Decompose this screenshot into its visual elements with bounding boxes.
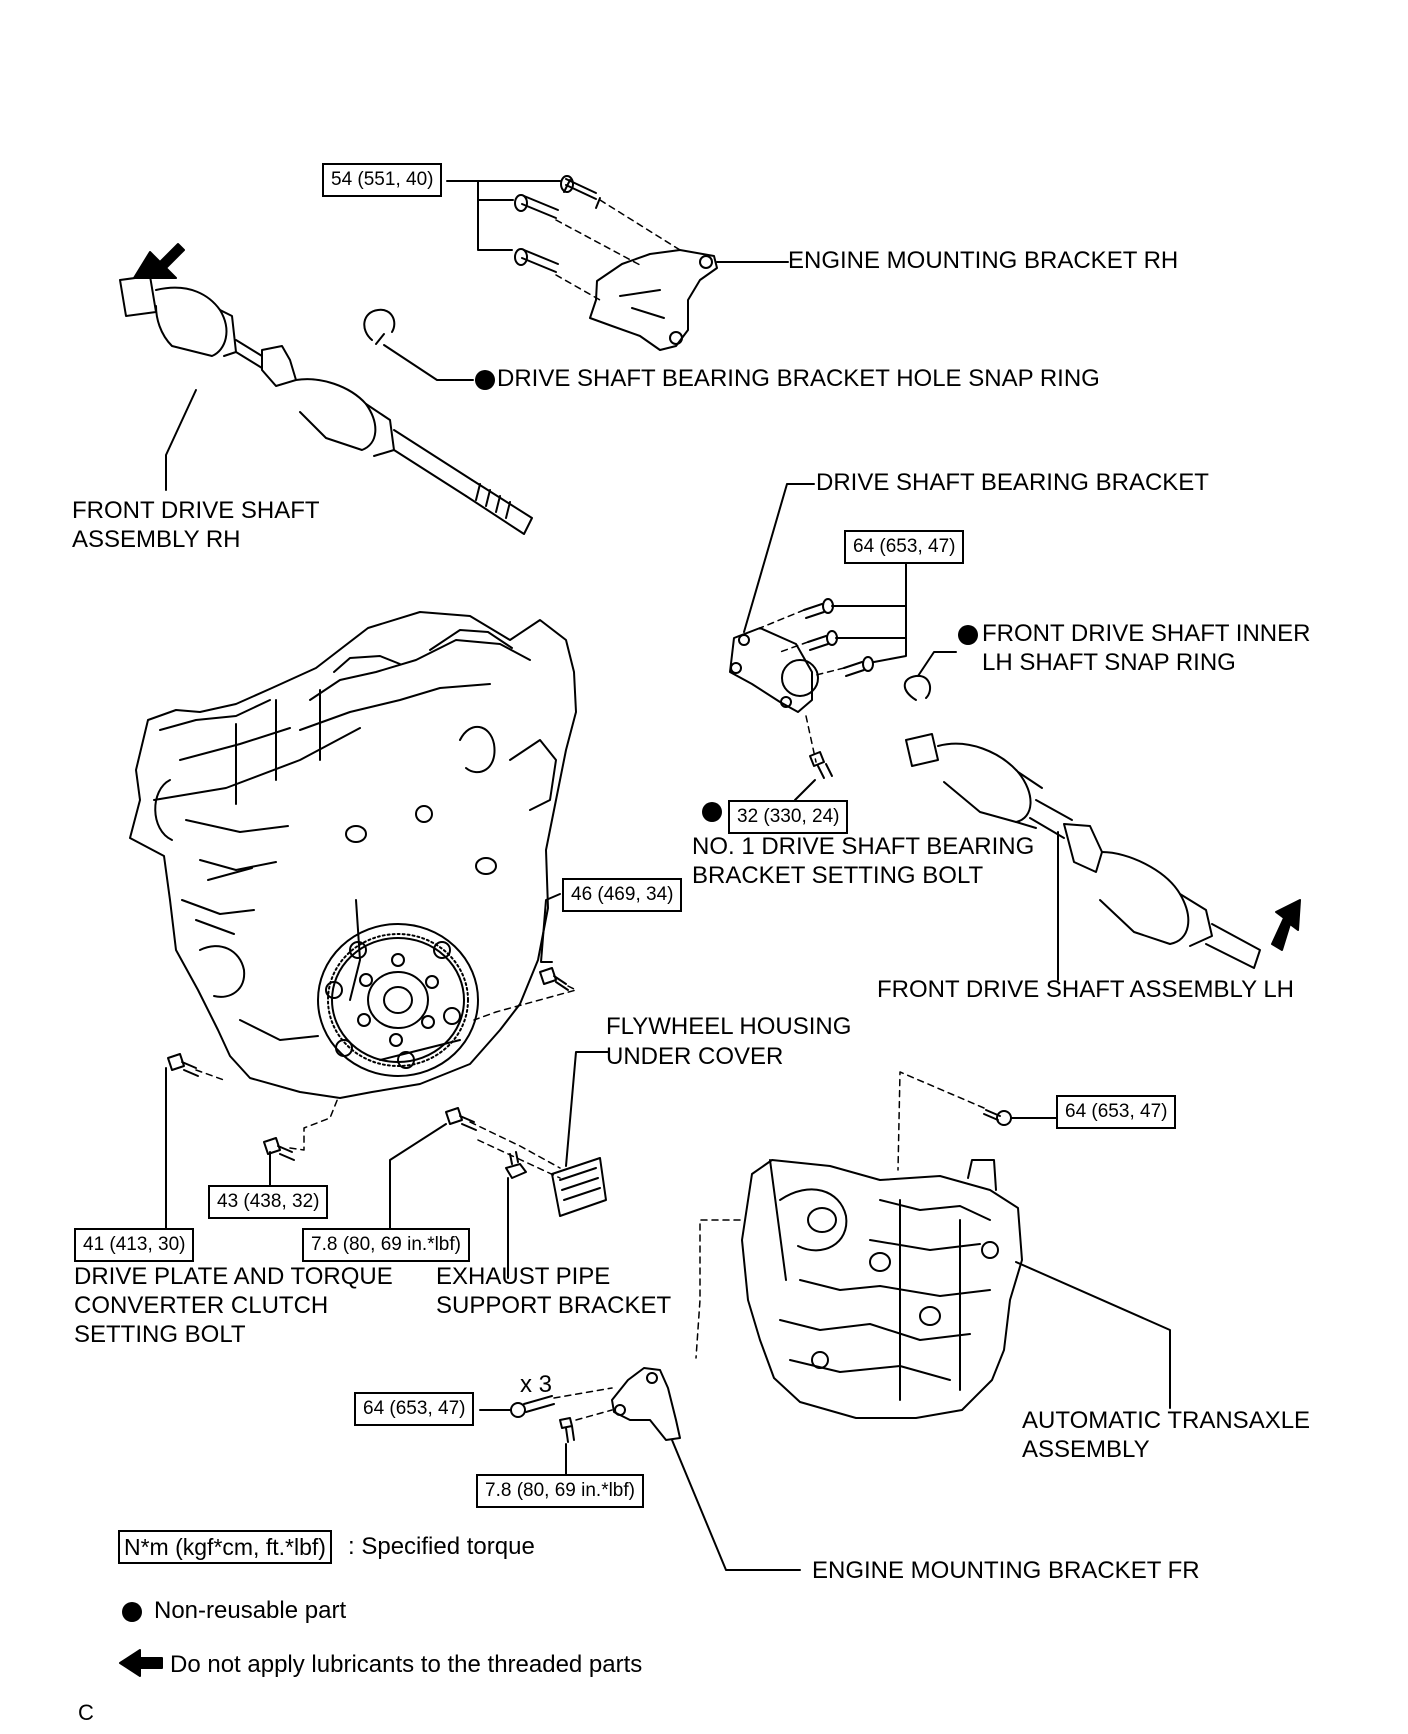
torque-setting-bolt: 32 (330, 24) bbox=[728, 800, 849, 834]
label-front-drive-shaft-rh-2: ASSEMBLY RH bbox=[72, 526, 241, 553]
fr-bracket-bolts bbox=[510, 1395, 575, 1443]
exhaust-pipe-support-bracket-drawing bbox=[505, 1151, 527, 1279]
torque-lower-b: 7.8 (80, 69 in.*lbf) bbox=[302, 1228, 470, 1262]
automatic-transaxle-drawing bbox=[741, 1159, 1171, 1419]
legend-torque-text: : Specified torque bbox=[348, 1533, 535, 1560]
flywheel-housing-under-cover-drawing bbox=[551, 1051, 609, 1217]
legend-no-lubricant: Do not apply lubricants to the threaded … bbox=[170, 1651, 643, 1678]
bracket-rh-bolts bbox=[514, 175, 601, 273]
engine-bolts bbox=[167, 967, 569, 1161]
label-drive-plate-1: DRIVE PLATE AND TORQUE bbox=[74, 1263, 393, 1290]
label-inner-snap-ring-1: FRONT DRIVE SHAFT INNER bbox=[982, 620, 1311, 647]
torque-drive-plate: 41 (413, 30) bbox=[74, 1228, 195, 1262]
label-engine-mounting-bracket-rh: ENGINE MOUNTING BRACKET RH bbox=[788, 247, 1179, 274]
legend-torque-box: N*m (kgf*cm, ft.*lbf) bbox=[118, 1530, 332, 1564]
label-drive-plate-2: CONVERTER CLUTCH bbox=[74, 1292, 329, 1319]
corner-mark: C bbox=[78, 1700, 94, 1725]
torque-lower-a: 43 (438, 32) bbox=[208, 1185, 329, 1219]
torque-engine-side: 46 (469, 34) bbox=[562, 878, 683, 912]
label-under-cover-2: UNDER COVER bbox=[606, 1043, 784, 1070]
drive-plate-drawing bbox=[317, 923, 479, 1077]
label-quantity: x 3 bbox=[520, 1371, 553, 1398]
lubricant-arrow-lh bbox=[1271, 899, 1301, 951]
legend-non-reusable: Non-reusable part bbox=[154, 1597, 347, 1624]
torque-fr-bolts: 64 (653, 47) bbox=[354, 1392, 475, 1426]
lubricant-arrow-rh bbox=[133, 243, 185, 279]
torque-bracket-rh: 54 (551, 40) bbox=[322, 163, 443, 197]
label-inner-snap-ring-2: LH SHAFT SNAP RING bbox=[982, 649, 1236, 676]
front-drive-shaft-lh-drawing bbox=[905, 733, 1261, 981]
label-bracket-hole-snap-ring: DRIVE SHAFT BEARING BRACKET HOLE SNAP RI… bbox=[497, 365, 1100, 392]
label-front-drive-shaft-rh-1: FRONT DRIVE SHAFT bbox=[72, 497, 320, 524]
label-drive-plate-3: SETTING BOLT bbox=[74, 1321, 246, 1348]
label-under-cover-1: FLYWHEEL HOUSING bbox=[606, 1013, 852, 1040]
engine-assembly-drawing bbox=[129, 611, 577, 1099]
non-reusable-dot-icon bbox=[958, 625, 978, 645]
engine-mounting-bracket-rh-drawing bbox=[589, 249, 789, 351]
label-setting-bolt-2: BRACKET SETTING BOLT bbox=[692, 862, 984, 889]
snap-ring-lh-drawing bbox=[903, 651, 957, 701]
label-exhaust-bracket-2: SUPPORT BRACKET bbox=[436, 1292, 672, 1319]
setting-bolt-drawing bbox=[794, 751, 833, 801]
torque-transaxle-upper: 64 (653, 47) bbox=[1056, 1095, 1177, 1129]
label-engine-mounting-bracket-fr: ENGINE MOUNTING BRACKET FR bbox=[812, 1557, 1200, 1584]
non-reusable-dot-icon bbox=[475, 370, 495, 390]
torque-bearing-bracket: 64 (653, 47) bbox=[844, 530, 965, 564]
non-reusable-dot-icon bbox=[702, 802, 722, 822]
snap-ring-rh-drawing bbox=[363, 308, 474, 381]
engine-mounting-bracket-fr-drawing bbox=[611, 1367, 801, 1571]
label-bearing-bracket: DRIVE SHAFT BEARING BRACKET bbox=[816, 469, 1209, 496]
bracket-rh-leaders bbox=[446, 180, 561, 251]
torque-fr-small: 7.8 (80, 69 in.*lbf) bbox=[476, 1474, 644, 1508]
transaxle-upper-bolt bbox=[983, 1109, 1057, 1126]
label-transaxle-2: ASSEMBLY bbox=[1022, 1436, 1150, 1463]
label-exhaust-bracket-1: EXHAUST PIPE bbox=[436, 1263, 611, 1290]
label-transaxle-1: AUTOMATIC TRANSAXLE bbox=[1022, 1407, 1311, 1434]
legend-dot-icon bbox=[122, 1602, 142, 1622]
legend-arrow-icon bbox=[119, 1649, 163, 1677]
label-setting-bolt-1: NO. 1 DRIVE SHAFT BEARING bbox=[692, 833, 1035, 860]
bearing-bracket-drawing bbox=[729, 483, 819, 713]
label-front-drive-shaft-lh: FRONT DRIVE SHAFT ASSEMBLY LH bbox=[877, 976, 1294, 1003]
